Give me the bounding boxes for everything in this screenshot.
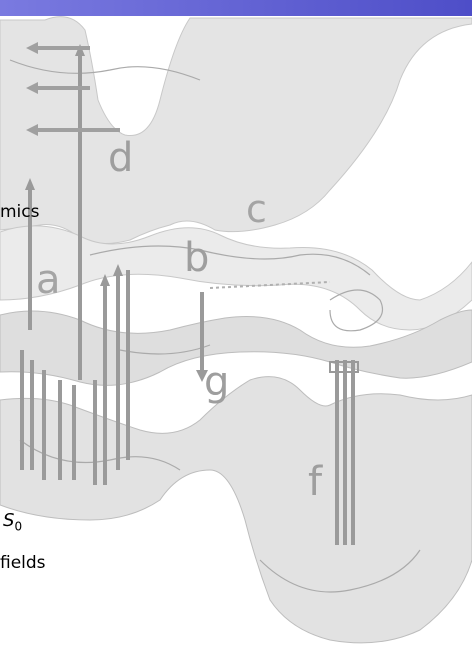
dynamics-label: mics bbox=[0, 204, 40, 221]
label-a: a bbox=[36, 260, 61, 300]
label-f: f bbox=[308, 462, 322, 502]
upper-surface-ridge bbox=[0, 226, 472, 330]
header-strip bbox=[0, 0, 472, 16]
label-d: d bbox=[108, 138, 133, 178]
label-b: b bbox=[184, 238, 209, 278]
ground-state-label: S0 bbox=[3, 512, 22, 533]
fields-label: fields bbox=[0, 555, 46, 572]
ground-state-symbol: S bbox=[3, 510, 14, 531]
label-c: c bbox=[246, 190, 267, 228]
label-g: g bbox=[204, 362, 229, 402]
ground-state-subscript: 0 bbox=[14, 520, 22, 534]
lower-surface bbox=[0, 377, 472, 643]
